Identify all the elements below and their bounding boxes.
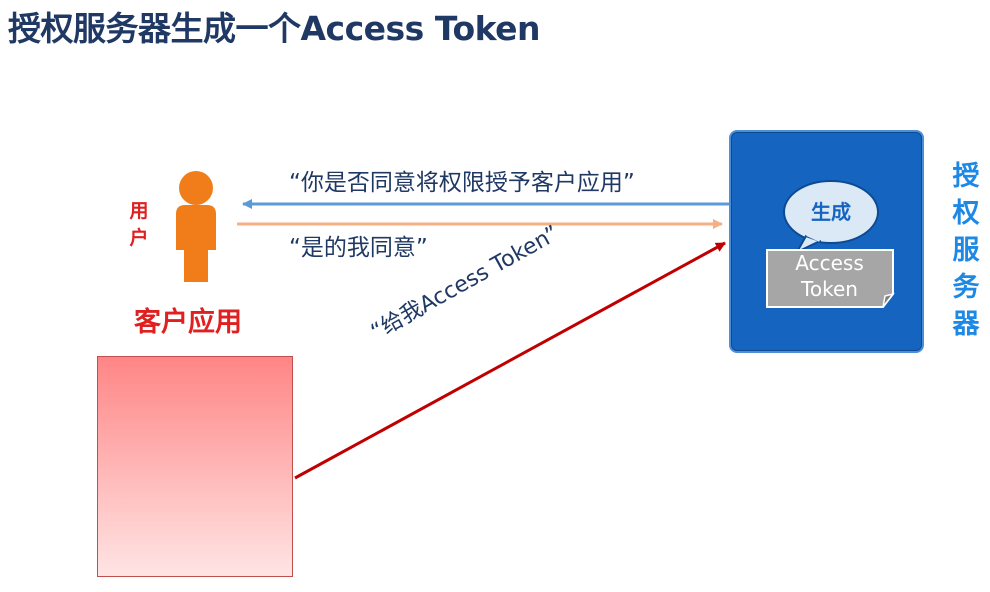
token-line-1: Access [795,251,864,275]
consent-answer-label: “是的我同意” [289,235,428,261]
token-request-arrow [294,241,726,480]
page-title: 授权服务器生成一个Access Token [8,9,541,48]
client-label: 客户应用 [134,307,242,338]
client-app-box [97,356,293,577]
auth-server-label: 授权服务器 [952,161,980,340]
generate-bubble-text: 生成 [811,200,851,224]
speech-bubble-icon [783,180,879,253]
user-label: 用户 [129,200,149,249]
token-line-2: Token [801,277,858,301]
person-icon [176,171,216,282]
consent-question-label: “你是否同意将权限授予客户应用” [289,170,635,196]
token-document-icon [766,249,895,308]
access-token-text: Access Token [767,250,892,302]
